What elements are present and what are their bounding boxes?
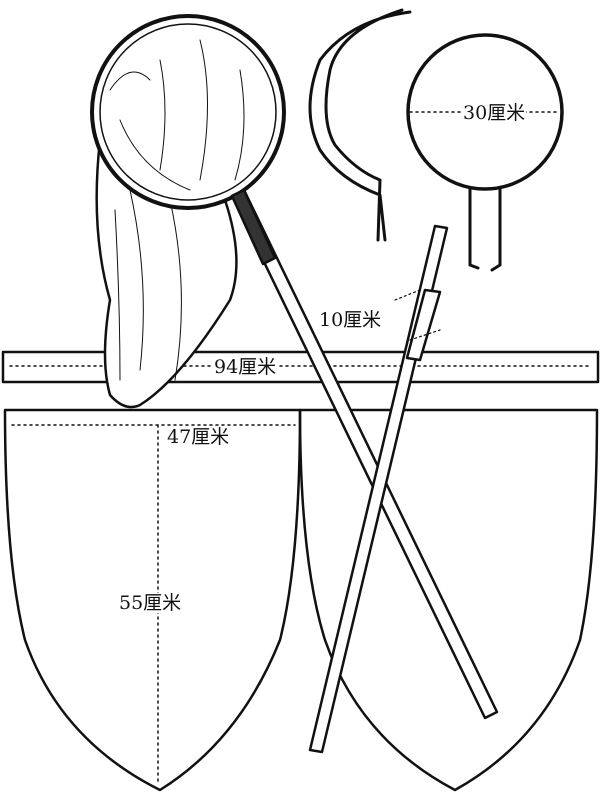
- fabric-strip: [1, 350, 600, 384]
- pole-joint-label: 10厘米: [318, 309, 383, 331]
- ring-frame: [406, 33, 564, 272]
- ring-diameter-label: 30厘米: [462, 102, 527, 124]
- folded-ring-wire: [308, 8, 412, 242]
- net-handle: [230, 188, 499, 720]
- bag-pattern-right: [298, 408, 599, 792]
- strip-length-label: 94厘米: [213, 356, 278, 378]
- bag-width-label: 47厘米: [166, 426, 231, 448]
- spare-pole: [308, 224, 449, 754]
- net-with-bag: [90, 14, 286, 409]
- bag-depth-label: 55厘米: [118, 592, 183, 614]
